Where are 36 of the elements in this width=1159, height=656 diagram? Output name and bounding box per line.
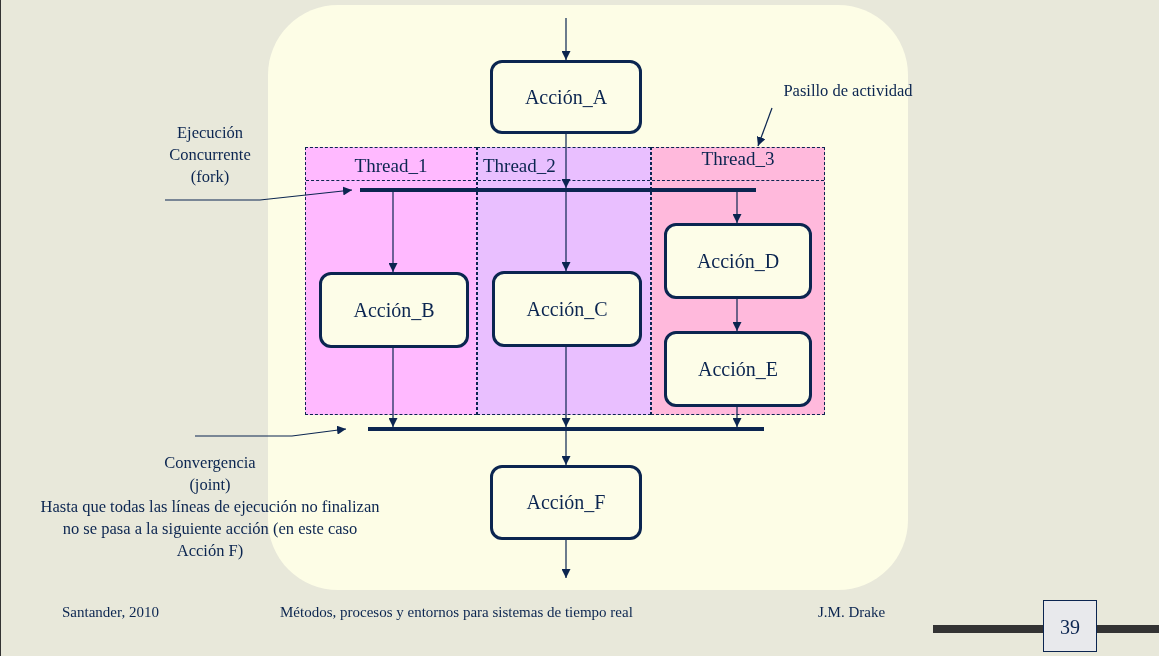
footer-author: J.M. Drake bbox=[818, 604, 886, 621]
swimlane bbox=[477, 147, 651, 415]
flow-arrow bbox=[388, 191, 398, 273]
lane-header: Thread_2 bbox=[478, 148, 650, 181]
flow-arrow bbox=[561, 539, 571, 579]
page-number: 39 bbox=[1043, 600, 1097, 652]
flow-arrow bbox=[732, 191, 742, 224]
action-box: Acción_A bbox=[490, 60, 642, 134]
annotation-text: Convergencia (joint) bbox=[163, 452, 257, 496]
footer-place-date: Santander, 2010 bbox=[62, 604, 159, 621]
action-box: Acción_E bbox=[664, 331, 812, 407]
action-box: Acción_F bbox=[490, 465, 642, 540]
fork-bar bbox=[360, 188, 756, 192]
leader-arrow bbox=[164, 186, 353, 201]
swimlane bbox=[305, 147, 477, 415]
flow-arrow bbox=[561, 133, 571, 189]
annotation-text: Hasta que todas las líneas de ejecución no finalizan no se pasa a la siguiente acción (en este caso Acción F) bbox=[40, 496, 380, 562]
leader-arrow bbox=[756, 107, 773, 147]
action-box: Acción_B bbox=[319, 272, 469, 348]
leader-arrow bbox=[194, 425, 347, 437]
flow-arrow bbox=[732, 298, 742, 332]
annotation-text: Pasillo de actividad bbox=[782, 80, 914, 102]
lane-header: Thread_1 bbox=[306, 148, 476, 181]
flow-arrow bbox=[561, 191, 571, 272]
flow-arrow bbox=[388, 347, 398, 428]
swimlane bbox=[651, 147, 825, 415]
flow-arrow bbox=[561, 346, 571, 428]
flow-arrow bbox=[561, 17, 571, 61]
annotation-text: Ejecución Concurrente (fork) bbox=[168, 122, 252, 188]
footer-title: Métodos, procesos y entornos para sistemas de tiempo real bbox=[280, 604, 633, 621]
lane-header: Thread_3 bbox=[652, 148, 824, 181]
action-box: Acción_D bbox=[664, 223, 812, 299]
flow-arrow bbox=[561, 430, 571, 466]
join-bar bbox=[368, 427, 764, 431]
action-box: Acción_C bbox=[492, 271, 642, 347]
flow-arrow bbox=[732, 406, 742, 428]
